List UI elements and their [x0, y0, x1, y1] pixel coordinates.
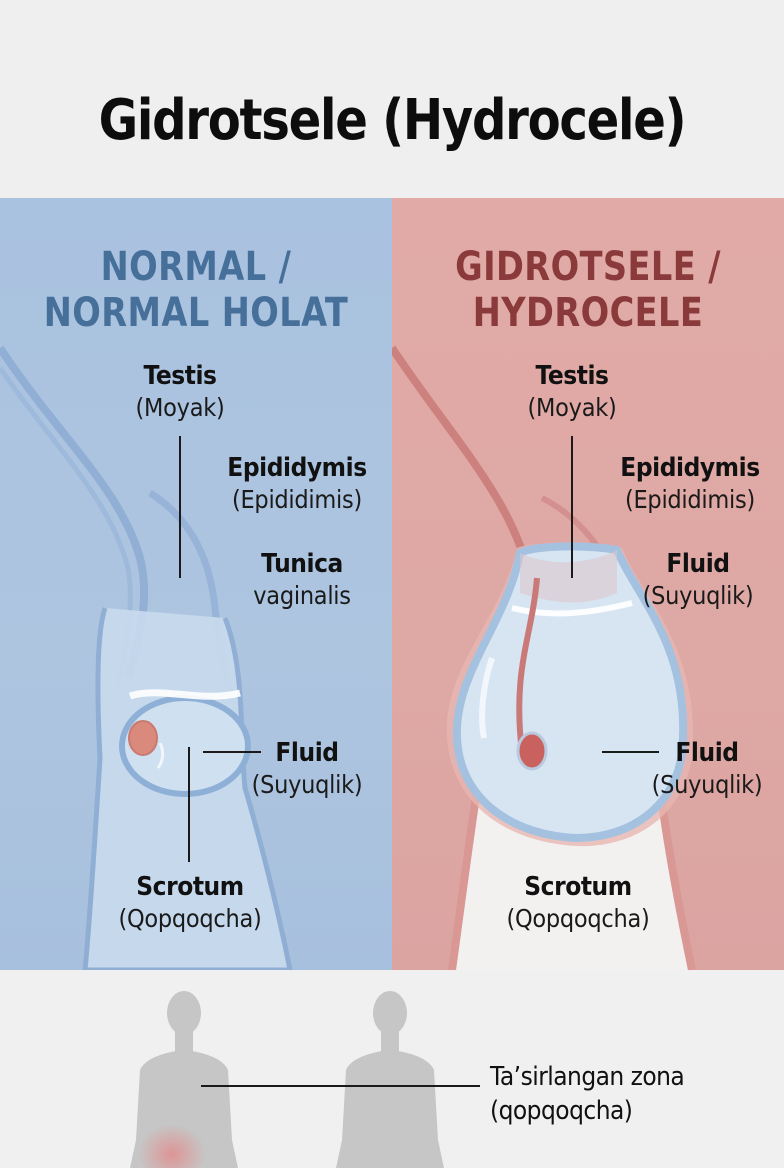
normal-label-tunica-vaginalis: Tunica vaginalis: [253, 549, 351, 610]
silhouette-reference: [336, 991, 444, 1168]
normal-panel: NORMAL / NORMAL HOLAT Testis (Moyak) Epi…: [0, 198, 392, 970]
normal-label-scrotum: Scrotum (Qopqoqcha): [118, 872, 262, 933]
hydrocele-fluid-leader-line: [602, 751, 659, 753]
hydrocele-label-scrotum: Scrotum (Qopqoqcha): [506, 872, 650, 933]
page-title: Gidrotsele (Hydrocele): [98, 88, 687, 153]
hydrocele-label-epididymis: Epididymis (Epididimis): [620, 453, 760, 514]
body-silhouettes-section: Ta’sirlangan zona (qopqoqcha): [0, 970, 784, 1168]
affected-zone-highlight: [138, 1124, 206, 1168]
normal-anatomy-illustration: [0, 345, 293, 970]
normal-label-fluid: Fluid (Suyuqlik): [251, 738, 363, 799]
hydrocele-heading-line2: HYDROCELE: [472, 290, 704, 336]
hydrocele-label-testis: Testis (Moyak): [527, 361, 617, 422]
hydrocele-heading: GIDROTSELE / HYDROCELE: [423, 244, 752, 336]
normal-heading-line1: NORMAL /: [100, 244, 292, 290]
normal-testis-leader-line: [179, 436, 181, 578]
affected-zone-label-line1: Ta’sirlangan zona: [490, 1062, 685, 1092]
hydrocele-label-fluid: Fluid (Suyuqlik): [651, 738, 763, 799]
affected-zone-label-line2: (qopqoqcha): [490, 1096, 633, 1126]
normal-heading-line2: NORMAL HOLAT: [43, 290, 349, 336]
hydrocele-label-fluid-upper: Fluid (Suyuqlik): [642, 549, 754, 610]
affected-zone-label: Ta’sirlangan zona (qopqoqcha): [490, 1060, 706, 1128]
hydrocele-panel: GIDROTSELE / HYDROCELE Testis (Moyak) Ep…: [392, 198, 784, 970]
normal-label-epididymis: Epididymis (Epididimis): [227, 453, 367, 514]
normal-fluid-leader-line: [203, 751, 261, 753]
normal-heading: NORMAL / NORMAL HOLAT: [31, 244, 360, 336]
normal-label-testis: Testis (Moyak): [135, 361, 225, 422]
body-silhouettes: [130, 991, 480, 1168]
hydrocele-testis-leader-line: [571, 436, 573, 578]
hydrocele-heading-line1: GIDROTSELE /: [455, 244, 721, 290]
normal-scrotum-leader-line: [188, 747, 190, 862]
hydrocele-anatomy-illustration: [392, 345, 696, 970]
